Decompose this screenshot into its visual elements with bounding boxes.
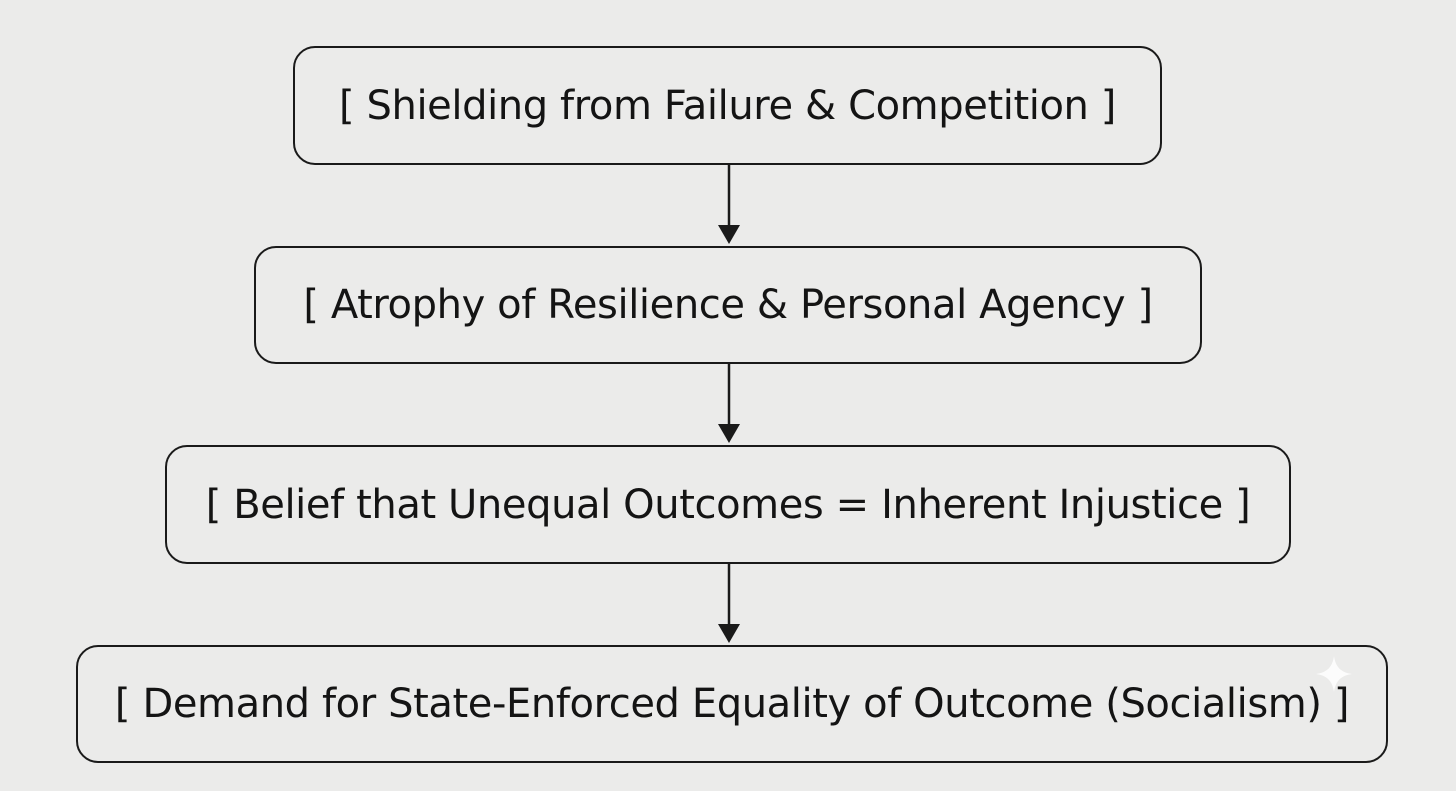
flow-node-label: [ Belief that Unequal Outcomes = Inheren… — [205, 481, 1251, 528]
flow-node-demand: [ Demand for State-Enforced Equality of … — [76, 645, 1388, 763]
arrow-connector-2-3 — [718, 364, 740, 443]
flow-node-atrophy: [ Atrophy of Resilience & Personal Agenc… — [254, 246, 1202, 364]
flow-node-belief: [ Belief that Unequal Outcomes = Inheren… — [165, 445, 1291, 564]
flow-node-label: [ Shielding from Failure & Competition ] — [339, 82, 1116, 129]
flow-node-label: [ Atrophy of Resilience & Personal Agenc… — [303, 282, 1153, 328]
flow-node-label: [ Demand for State-Enforced Equality of … — [114, 681, 1350, 727]
arrow-connector-1-2 — [718, 165, 740, 244]
sparkle-icon — [1316, 656, 1352, 692]
flow-node-shielding: [ Shielding from Failure & Competition ] — [293, 46, 1162, 165]
arrow-connector-3-4 — [718, 564, 740, 643]
